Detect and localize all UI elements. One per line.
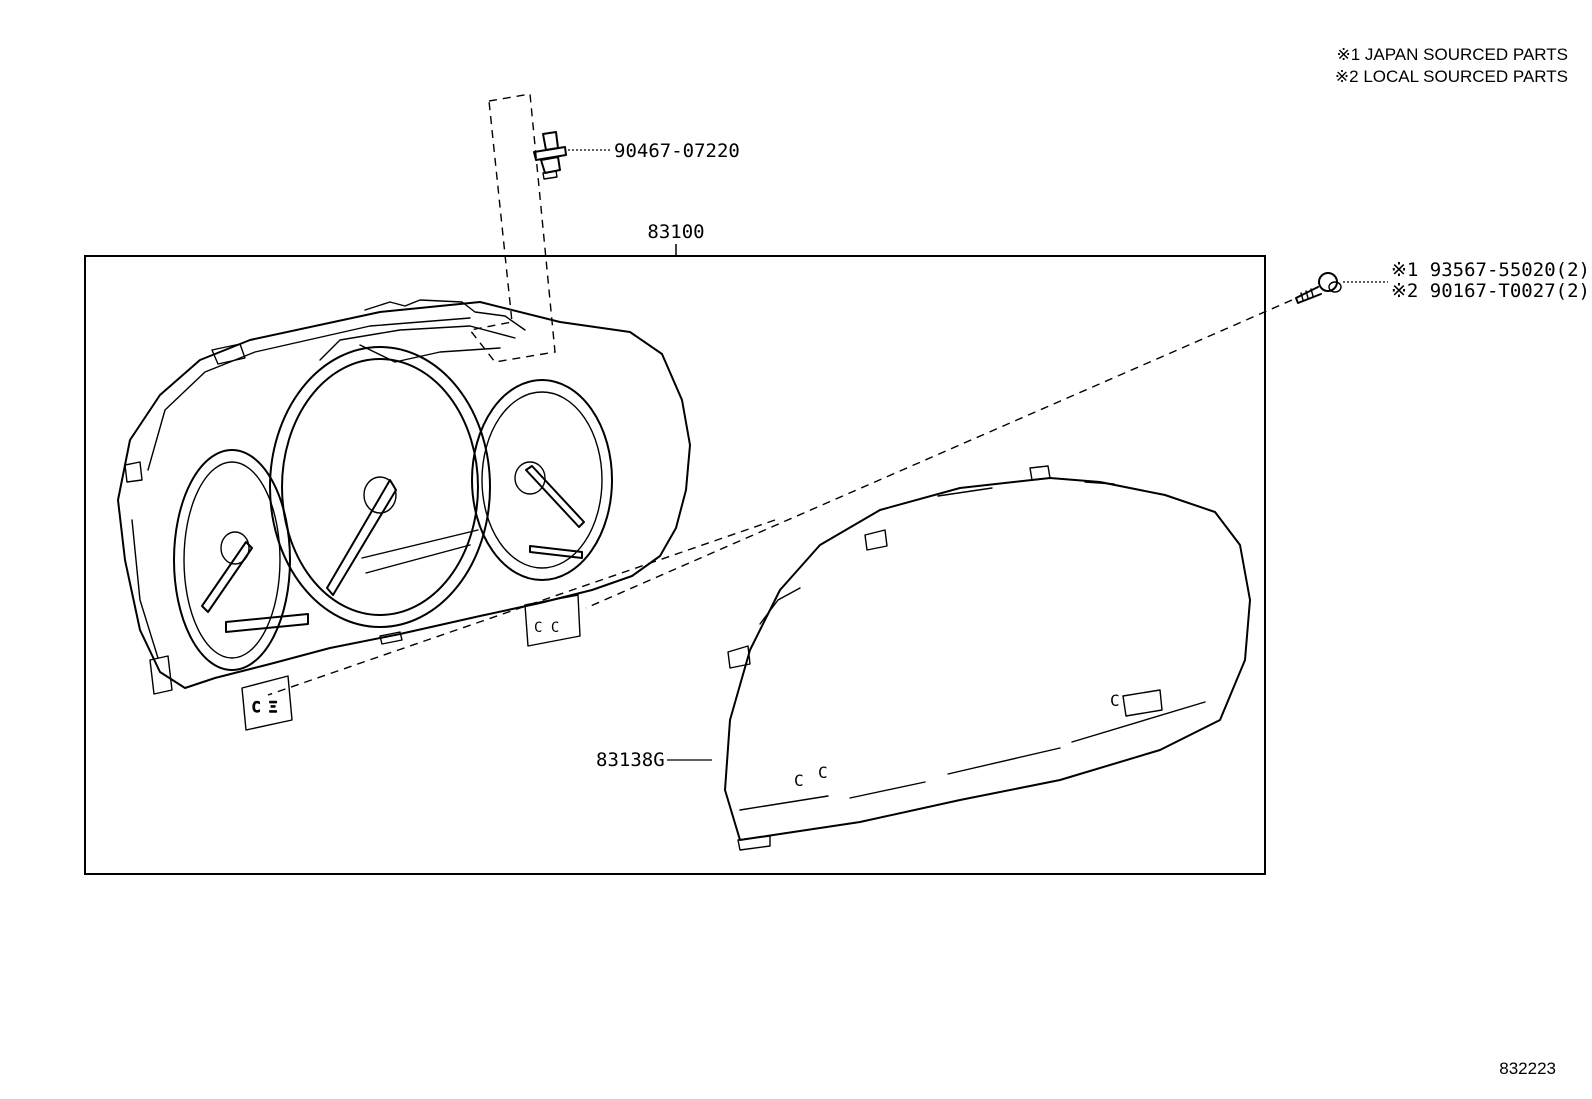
meter-lens-drawing: C C C bbox=[724, 465, 1251, 851]
note-japan-sourced: ※1 JAPAN SOURCED PARTS bbox=[1336, 45, 1568, 64]
figure-number: 832223 bbox=[1499, 1059, 1556, 1078]
label-83100: 83100 bbox=[647, 221, 704, 243]
svg-text:C: C bbox=[1110, 691, 1120, 710]
screw-icon bbox=[1295, 272, 1342, 304]
svg-text:C C: C C bbox=[534, 620, 559, 636]
svg-text:C Ξ: C Ξ bbox=[252, 700, 277, 716]
label-lens-part: 83138G bbox=[596, 749, 665, 771]
assembly-frame bbox=[84, 255, 1266, 875]
label-screw-local: ※2 90167-T0027(2) bbox=[1391, 280, 1590, 302]
svg-text:C: C bbox=[794, 771, 804, 790]
screw-install-guide bbox=[585, 299, 1293, 609]
label-clip-part: 90467-07220 bbox=[614, 140, 740, 162]
label-screw-japan: ※1 93567-55020(2) bbox=[1391, 259, 1590, 281]
combination-meter-drawing: C Ξ C C bbox=[117, 299, 691, 731]
note-local-sourced: ※2 LOCAL SOURCED PARTS bbox=[1335, 67, 1568, 86]
svg-text:C: C bbox=[818, 763, 828, 782]
clip-icon bbox=[533, 131, 567, 180]
